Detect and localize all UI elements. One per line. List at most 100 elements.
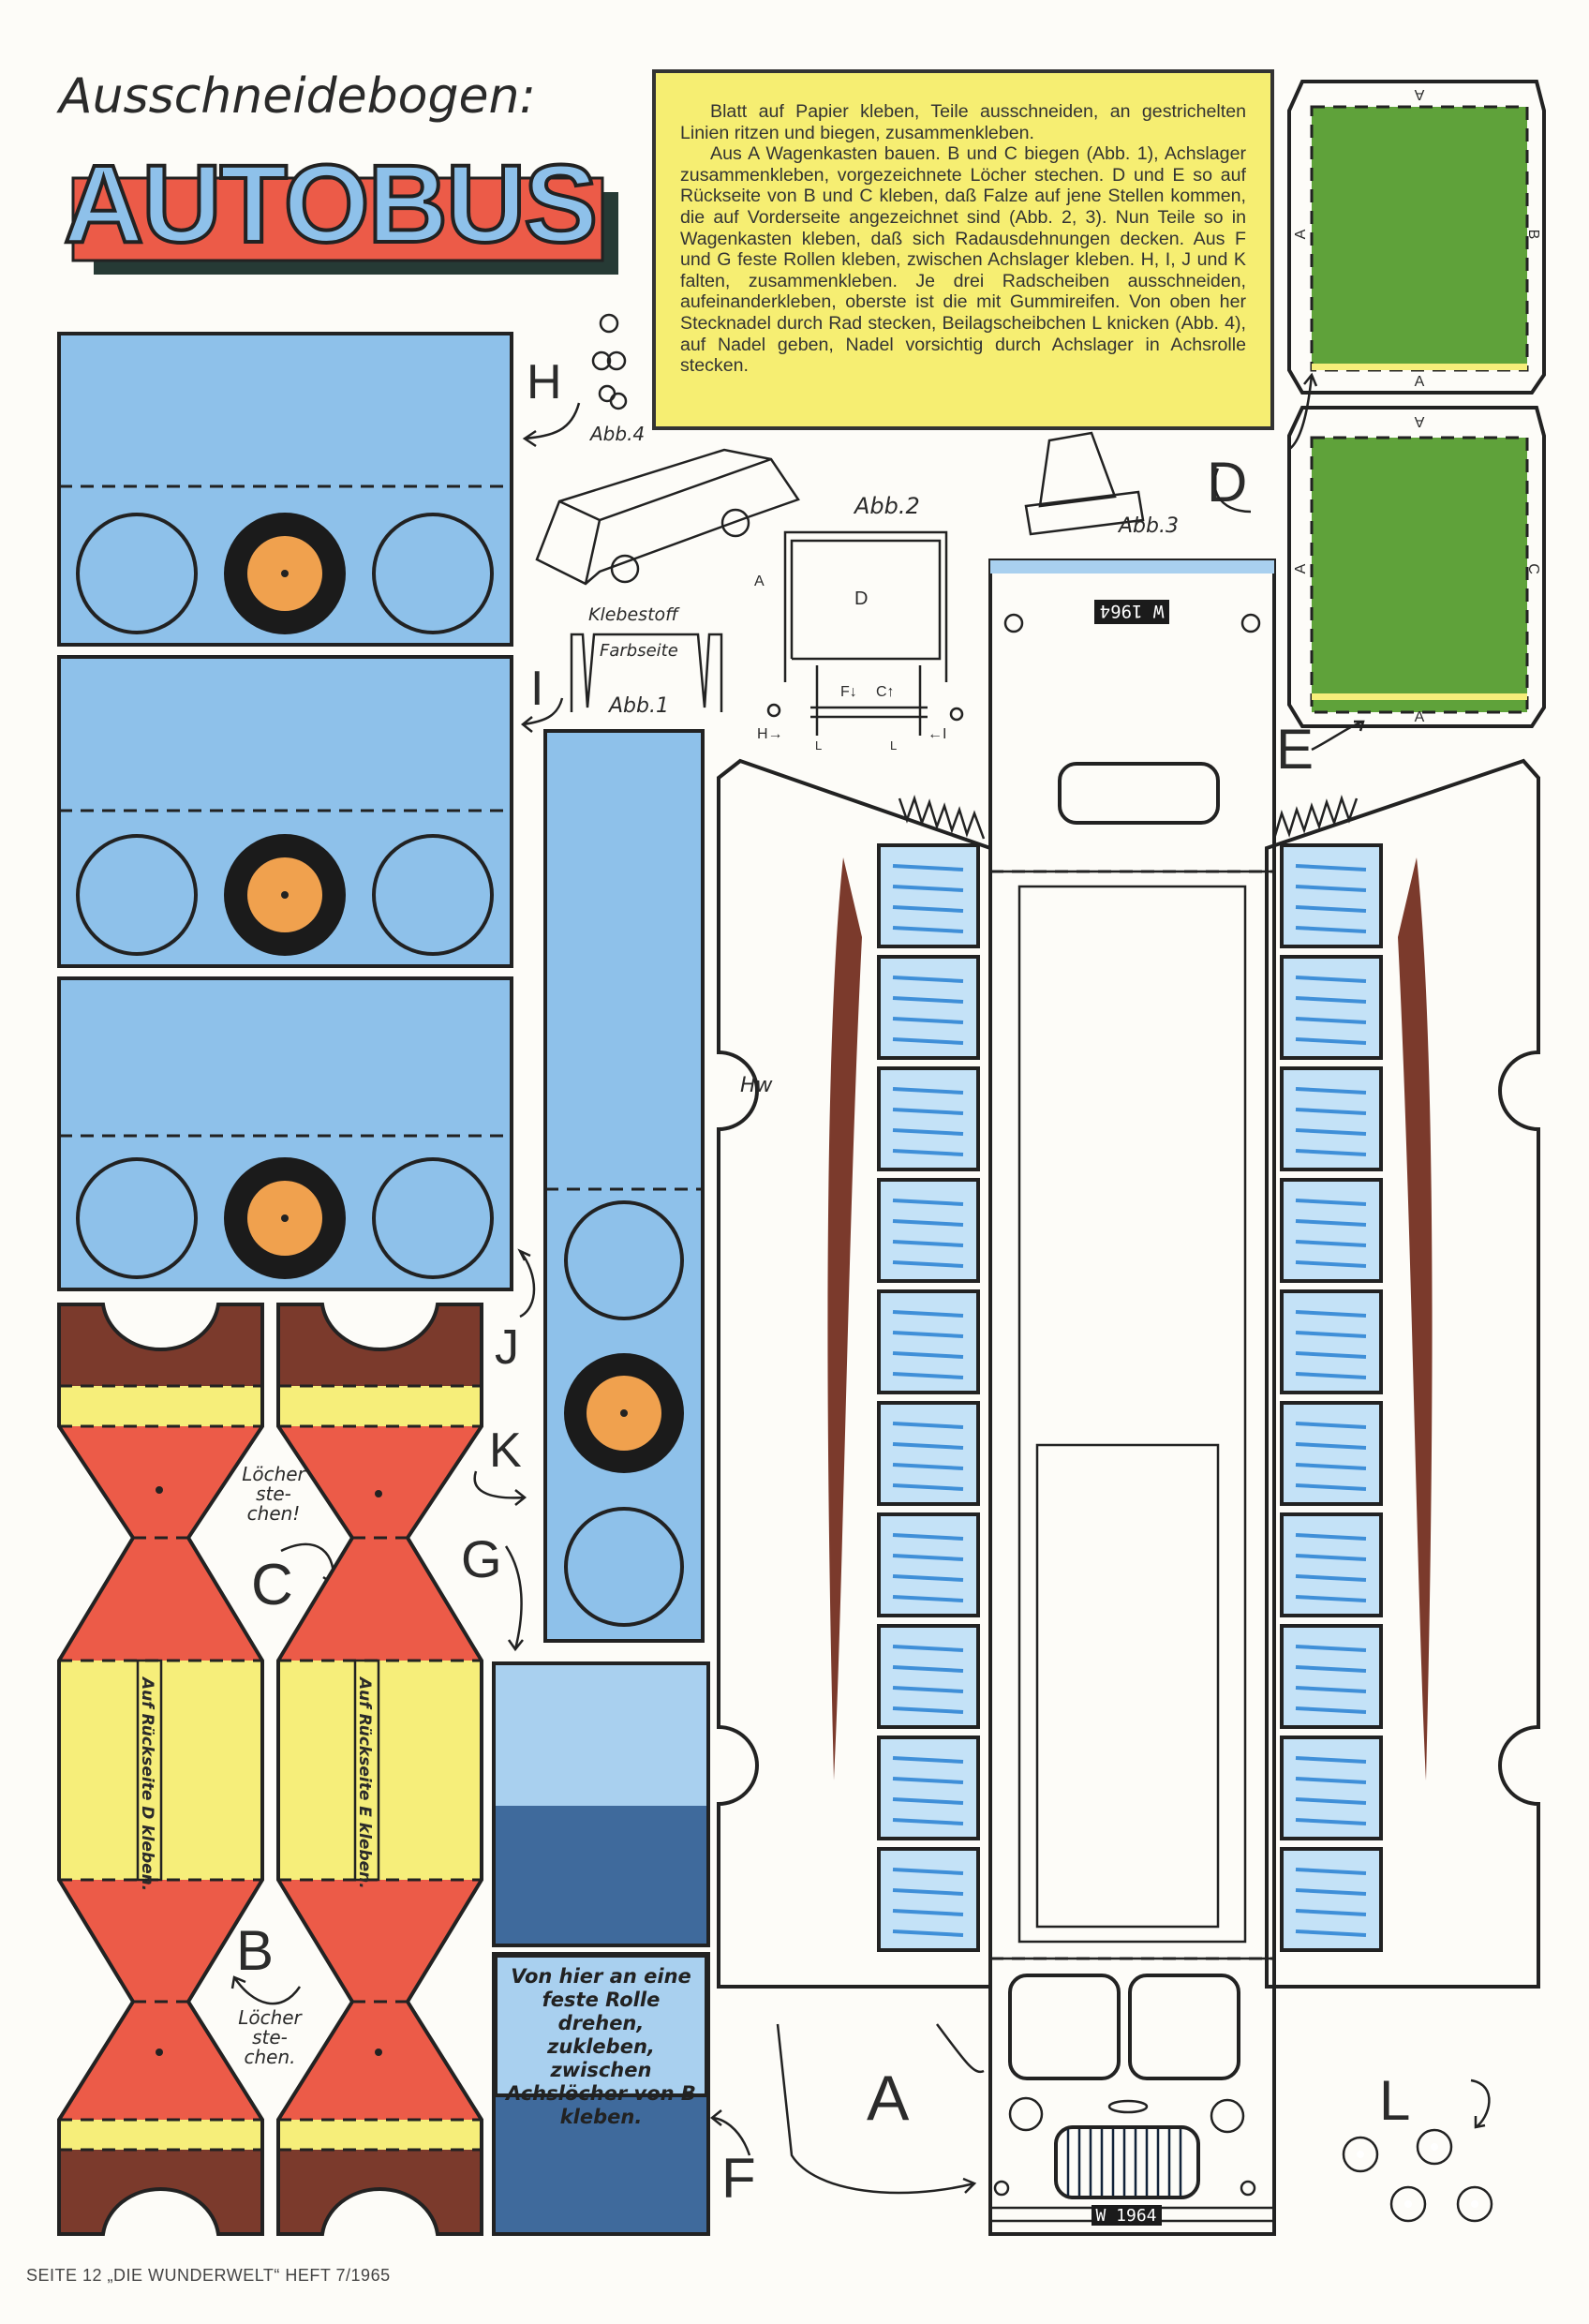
window-reflection (1295, 926, 1367, 933)
b-strip-text: Auf Rückseite D kleben. (138, 1676, 156, 1891)
svg-text:Löcher: Löcher (238, 2006, 303, 2029)
window-reflection (892, 1909, 964, 1916)
window-reflection (1295, 1483, 1367, 1491)
window-reflection (1295, 885, 1367, 892)
label-c: C (251, 1553, 293, 1617)
window-reflection (1295, 1240, 1367, 1247)
figure-abb3: Abb.3 (1024, 431, 1179, 538)
window-reflection (892, 1777, 964, 1784)
window-reflection (892, 1797, 964, 1805)
svg-text:L: L (815, 738, 822, 752)
window-reflection (892, 1240, 964, 1247)
window-reflection (1295, 1149, 1367, 1156)
svg-text:Abb.3: Abb.3 (1117, 514, 1179, 538)
svg-text:chen!: chen! (247, 1502, 301, 1525)
window-reflection (892, 1554, 964, 1561)
svg-text:A: A (1293, 563, 1309, 574)
window-reflection (1295, 1331, 1367, 1338)
window-reflection (1295, 1260, 1367, 1268)
window-reflection (1295, 1929, 1367, 1937)
f-roll-note: Von hier an eine feste Rolle drehen, zuk… (494, 1954, 708, 2128)
window-reflection (1295, 1777, 1367, 1784)
window-reflection (892, 1483, 964, 1491)
window-reflection (892, 905, 964, 913)
part-d-panel: A B A A (1287, 80, 1546, 395)
window-reflection (1295, 1868, 1367, 1875)
window-reflection (892, 1686, 964, 1693)
window-reflection (892, 864, 964, 872)
holes-note-c: Löcher ste- chen! (242, 1463, 306, 1525)
window-reflection (892, 976, 964, 983)
svg-text:Klebestoff: Klebestoff (588, 604, 680, 625)
svg-text:H→: H→ (757, 726, 783, 742)
window-reflection (1295, 1595, 1367, 1602)
svg-text:Abb.2: Abb.2 (853, 493, 920, 519)
instructions-paragraph-2: Aus A Wagenkasten bauen. B und C biegen … (680, 143, 1246, 377)
title-red-banner (71, 176, 604, 262)
part-i-wheel-panel (57, 655, 513, 968)
window-reflection (892, 1868, 964, 1875)
window-reflection (1295, 976, 1367, 983)
window-reflection (1295, 1756, 1367, 1764)
window-reflection (892, 1017, 964, 1024)
window-reflection (892, 1888, 964, 1896)
holes-note-b: Löcher ste- chen. (238, 2006, 303, 2068)
window-reflection (1295, 1372, 1367, 1379)
svg-text:A: A (754, 574, 765, 589)
label-h: H (527, 355, 562, 410)
bus-side-windows (877, 843, 1383, 1952)
window-reflection (1295, 1037, 1367, 1045)
window-reflection (892, 1037, 964, 1045)
svg-text:Abb.1: Abb.1 (607, 694, 669, 718)
part-k-wheel-strip (543, 729, 705, 1643)
title: AUTOBUS (64, 142, 598, 266)
label-k: K (489, 1423, 522, 1478)
svg-text:ste-: ste- (256, 1482, 291, 1505)
label-e: E (1276, 718, 1314, 781)
rear-license-plate: W 1964 (1100, 601, 1165, 621)
window-reflection (892, 1087, 964, 1095)
svg-text:A: A (1414, 86, 1424, 102)
window-reflection (892, 1533, 964, 1541)
svg-text:Löcher: Löcher (242, 1463, 306, 1485)
svg-text:F↓: F↓ (840, 684, 857, 700)
window-reflection (1295, 996, 1367, 1004)
abb4-label: Abb.4 (588, 423, 645, 445)
window-reflection (892, 1756, 964, 1764)
artist-signature: Hw (740, 1074, 774, 1097)
svg-text:A: A (1414, 413, 1424, 429)
window-reflection (1295, 905, 1367, 913)
svg-text:Farbseite: Farbseite (600, 641, 678, 661)
part-f-roll (492, 1952, 710, 2236)
window-reflection (1295, 1422, 1367, 1429)
c-strip-text: Auf Rückseite E kleben. (355, 1676, 374, 1889)
label-i: I (530, 662, 543, 716)
svg-text:A: A (1415, 709, 1425, 725)
window-reflection (1295, 864, 1367, 872)
window-reflection (1295, 1533, 1367, 1541)
window-reflection (892, 1463, 964, 1470)
window-reflection (1295, 1818, 1367, 1825)
label-d: D (1207, 451, 1247, 514)
window-reflection (1295, 1797, 1367, 1805)
window-reflection (1295, 1310, 1367, 1318)
part-c-axle-bearing: Auf Rückseite E kleben. (276, 1303, 483, 2236)
part-e-panel: A C A A (1287, 406, 1546, 728)
window-reflection (1295, 1087, 1367, 1095)
window-reflection (892, 1310, 964, 1318)
window-reflection (892, 1108, 964, 1115)
figure-abb4-bus-sketch: Abb.4 (535, 313, 800, 586)
label-a: A (867, 2063, 910, 2134)
window-reflection (892, 1595, 964, 1602)
window-reflection (892, 1442, 964, 1450)
instructions-paragraph-1: Blatt auf Papier kleben, Teile ausschnei… (680, 101, 1246, 143)
window-reflection (892, 1706, 964, 1714)
window-reflection (892, 1351, 964, 1359)
subtitle: Ausschneidebogen: (56, 68, 536, 125)
window-reflection (892, 1665, 964, 1673)
window-reflection (1295, 1219, 1367, 1227)
window-reflection (892, 1574, 964, 1582)
window-reflection (1295, 1128, 1367, 1136)
window-reflection (1295, 1665, 1367, 1673)
